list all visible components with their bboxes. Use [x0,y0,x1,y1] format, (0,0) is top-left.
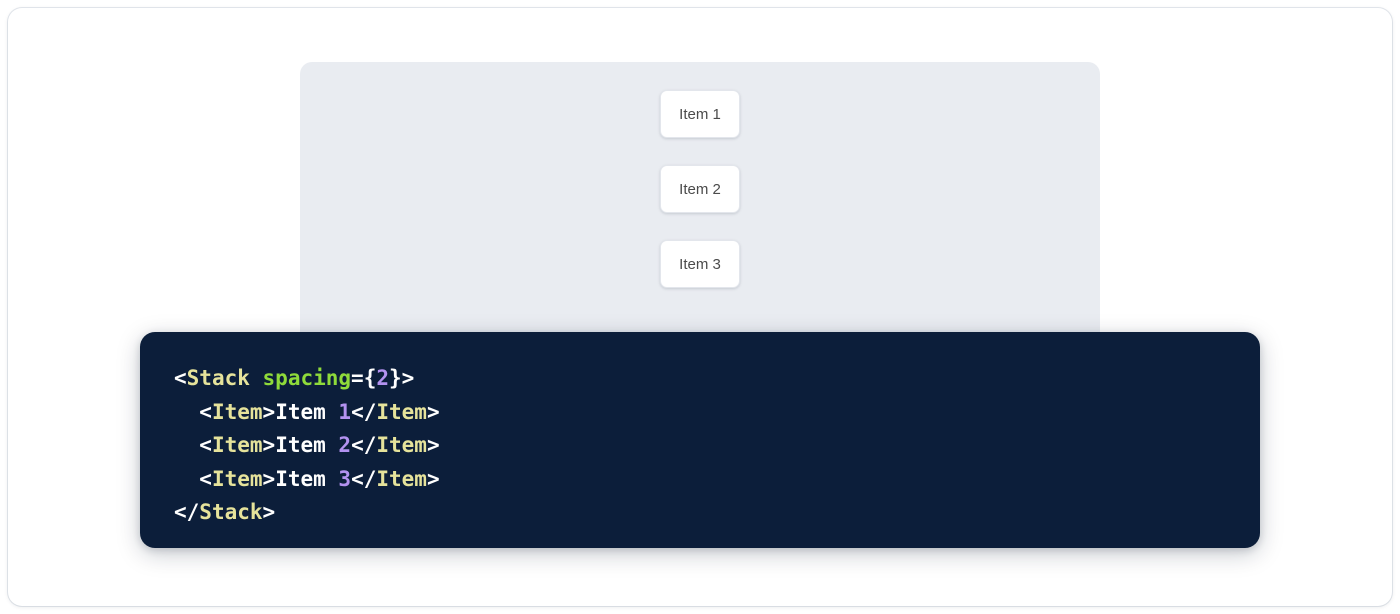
code-token-punct: < [199,466,212,491]
code-token-punct: < [199,399,212,424]
code-line: <Stack spacing={2}> [174,362,1260,396]
code-token-text: Item [275,399,339,424]
code-token-num: 3 [338,466,352,491]
stack-item: Item 1 [660,90,740,138]
code-token-punct: > [426,399,440,424]
code-token-punct: </ [351,466,377,491]
code-token-num: 1 [338,399,352,424]
code-token-punct: </ [351,399,377,424]
code-token-punct: </ [174,500,200,524]
code-token-text: Item [275,466,339,491]
code-token-tag: Item [376,433,427,457]
code-line: <Item>Item 2</Item> [174,429,1260,463]
code-token-tag: Item [211,433,263,457]
code-indent [174,467,199,491]
stack-item-label: Item 1 [679,105,721,123]
code-snippet-block: <Stack spacing={2}> <Item>Item 1</Item> … [140,332,1260,548]
code-token-punct: </ [351,433,377,457]
code-token-punct: < [174,366,187,390]
stack-item-label: Item 3 [679,255,721,273]
code-token-punct: ={ [351,366,377,390]
code-token-punct: > [262,466,276,491]
code-token-tag: Stack [186,366,250,390]
code-token-tag: Item [376,466,427,491]
stack-item: Item 2 [660,165,740,213]
code-token-punct: > [426,466,440,491]
code-token-text [250,366,263,390]
code-token-punct: > [426,433,440,457]
code-token-punct: > [262,500,276,524]
code-indent [174,400,199,424]
code-token-tag: Item [376,399,427,424]
code-token-num: 2 [338,433,352,457]
stack-item-label: Item 2 [679,180,721,198]
code-token-tag: Item [211,466,263,491]
code-line: <Item>Item 3</Item> [174,463,1260,497]
stack-item: Item 3 [660,240,740,288]
code-token-text: Item [275,433,339,457]
code-token-punct: > [262,433,276,457]
code-token-tag: Stack [199,500,263,524]
code-snippet-text: <Stack spacing={2}> <Item>Item 1</Item> … [174,362,1260,530]
code-indent [174,433,199,457]
code-token-tag: Item [211,399,263,424]
code-token-punct: }> [389,366,415,390]
code-token-punct: > [262,399,276,424]
code-token-punct: < [199,433,212,457]
stack-container: Item 1 Item 2 Item 3 [300,62,1100,288]
code-token-num: 2 [376,366,389,390]
code-line: <Item>Item 1</Item> [174,396,1260,430]
code-token-attr: spacing [262,366,352,390]
code-line: </Stack> [174,496,1260,530]
